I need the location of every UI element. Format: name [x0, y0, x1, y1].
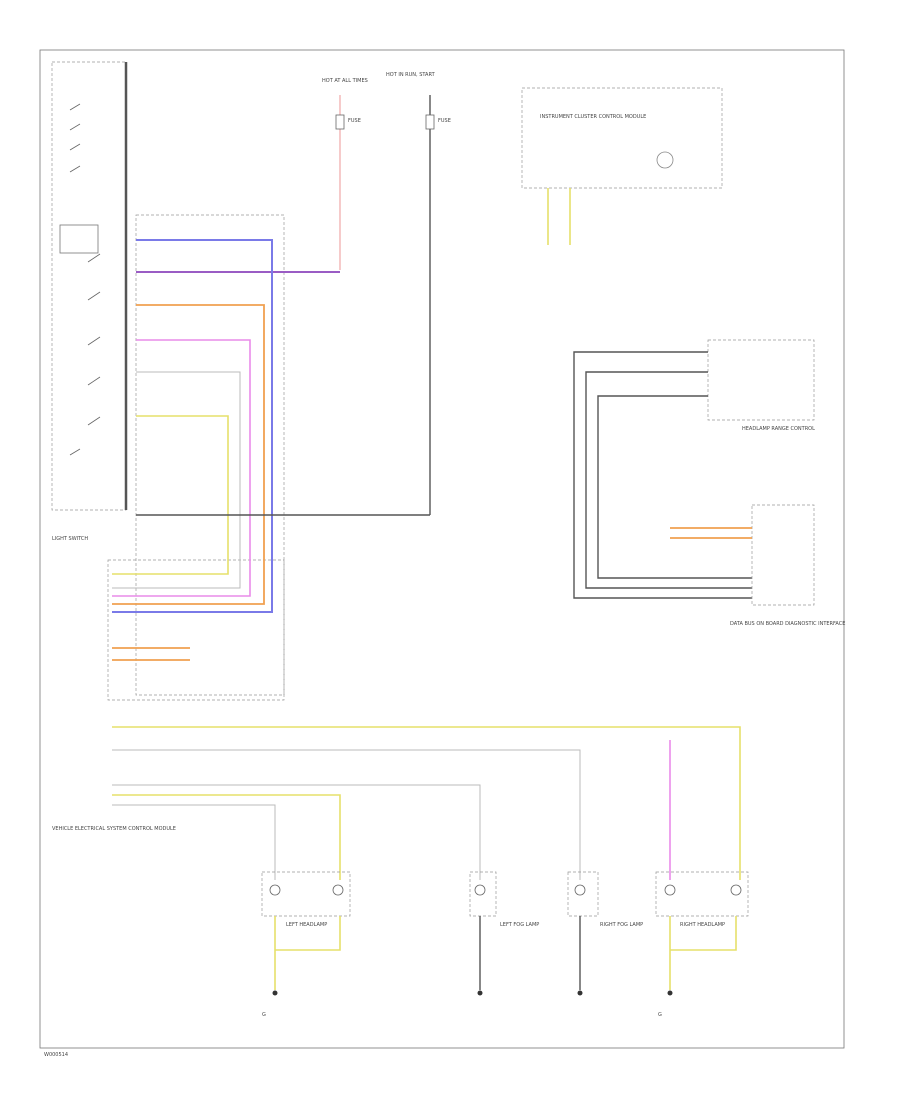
wire-orange: [112, 304, 265, 605]
bulb-icon: [730, 884, 742, 896]
ground-symbol-icon: [477, 990, 483, 996]
wire-blue: [112, 239, 273, 613]
range-wire-3: [597, 395, 752, 579]
switch-contact-5: [87, 253, 101, 263]
fuse-feed-left: FUSE HOT AT ALL TIMES: [322, 78, 368, 270]
lamp-right-headlamp-label: RIGHT HEADLAMP: [680, 922, 725, 928]
ground-symbol-icon: [577, 990, 583, 996]
switch-contact-4: [69, 165, 81, 173]
bulb-icon: [269, 884, 281, 896]
vehicle-module-label: VEHICLE ELECTRICAL SYSTEM CONTROL MODULE: [52, 826, 176, 832]
fuse-right-label: FUSE: [438, 118, 451, 124]
ground-symbol-icon: [667, 990, 673, 996]
wire-pink: [112, 339, 251, 597]
switch-element-1: [59, 224, 99, 254]
instrument-cluster: INSTRUMENT CLUSTER CONTROL MODULE: [521, 87, 723, 245]
hot-at-all-times-label: HOT AT ALL TIMES: [322, 78, 368, 84]
wire-grey: [112, 371, 241, 589]
bulb-icon: [664, 884, 676, 896]
diagram-frame: [39, 49, 845, 1049]
ground-wire: [669, 916, 737, 990]
lamp-left-fog[interactable]: LEFT FOG LAMP: [469, 871, 539, 990]
fuse-left-symbol: [335, 114, 345, 130]
lamp-feed-wires: [112, 726, 741, 880]
instrument-cluster-label: INSTRUMENT CLUSTER CONTROL MODULE: [540, 114, 646, 120]
light-switch: LIGHT SWITCH: [51, 61, 128, 542]
ground-right-label: G: [658, 1012, 662, 1018]
lamp-right-fog[interactable]: RIGHT FOG LAMP: [567, 871, 643, 990]
lamp-left-fog-box: [469, 871, 497, 917]
bulb-icon: [474, 884, 486, 896]
ground-wire: [274, 916, 341, 990]
switch-contact-8: [87, 376, 101, 386]
switch-contact-10: [69, 448, 81, 456]
feed-grey-left-fog: [112, 784, 481, 880]
light-switch-box: [51, 61, 127, 511]
data-bus-interface: DATA BUS ON BOARD DIAGNOSTIC INTERFACE: [670, 504, 845, 627]
lamp-right-headlamp-box: [655, 871, 749, 917]
headlamp-range-label: HEADLAMP RANGE CONTROL: [742, 426, 815, 432]
vehicle-module-box: [107, 559, 285, 701]
hot-in-run-label: HOT IN RUN, START: [386, 72, 436, 78]
feed-yellow-left-headlamp: [112, 794, 341, 880]
range-wire-1: [573, 351, 752, 599]
ground-symbol-icon: [272, 990, 278, 996]
ground-left-label: G: [262, 1012, 266, 1018]
bulb-icon: [574, 884, 586, 896]
module-connector-block: [135, 214, 285, 696]
feed-grey-right-fog: [112, 749, 581, 880]
switch-contact-1: [69, 103, 81, 111]
footer-code: W000514: [44, 1052, 68, 1058]
range-wire-2: [585, 371, 752, 589]
ground-symbols: [272, 990, 673, 996]
wire-yellow-green: [112, 415, 229, 575]
headlamp-range-control: HEADLAMP RANGE CONTROL: [573, 339, 815, 599]
lamp-left-headlamp[interactable]: LEFT HEADLAMP G: [261, 871, 351, 1018]
lamp-left-headlamp-box: [261, 871, 351, 917]
switch-contact-7: [87, 336, 101, 346]
fuse-left-label: FUSE: [348, 118, 361, 124]
switch-contact-6: [87, 291, 101, 301]
feed-grey-left-headlamp: [112, 804, 276, 880]
bulb-icon: [332, 884, 344, 896]
indicator-lamp-icon: [656, 151, 674, 169]
switch-contact-3: [69, 143, 81, 151]
data-bus-box: [751, 504, 815, 606]
data-bus-label: DATA BUS ON BOARD DIAGNOSTIC INTERFACE: [730, 621, 845, 627]
instrument-cluster-box: [521, 87, 723, 189]
lamp-left-fog-label: LEFT FOG LAMP: [500, 922, 539, 928]
headlamp-range-box: [707, 339, 815, 421]
switch-contact-9: [87, 416, 101, 426]
light-switch-label: LIGHT SWITCH: [52, 536, 88, 542]
lamp-right-fog-label: RIGHT FOG LAMP: [600, 922, 643, 928]
feed-yellow-right-headlamp: [112, 726, 741, 880]
lamp-right-fog-box: [567, 871, 599, 917]
lamp-left-headlamp-label: LEFT HEADLAMP: [286, 922, 327, 928]
switch-contact-2: [69, 123, 81, 131]
fuse-right-symbol: [425, 114, 435, 130]
fuse-feed-right: FUSE HOT IN RUN, START: [386, 72, 451, 515]
lamp-right-headlamp[interactable]: RIGHT HEADLAMP G: [655, 871, 749, 1018]
